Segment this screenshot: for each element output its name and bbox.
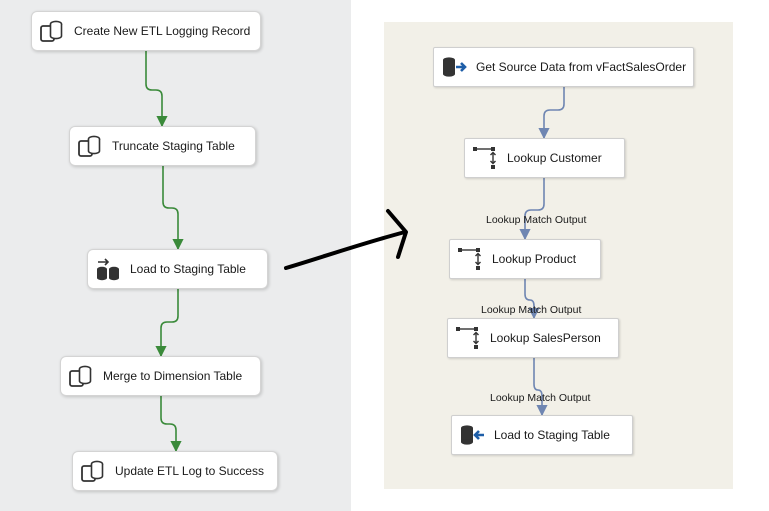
data-flow-task-icon [94,255,122,283]
ole-db-destination-icon [458,421,486,449]
component-lookup-product[interactable]: Lookup Product [449,239,601,279]
component-lookup-salesperson[interactable]: Lookup SalesPerson [447,318,619,358]
execute-sql-task-icon [76,132,104,160]
task-create-etl-logging-record[interactable]: Create New ETL Logging Record [31,11,261,51]
component-label: Load to Staging Table [494,428,610,442]
task-label: Truncate Staging Table [112,139,235,153]
task-label: Load to Staging Table [130,262,246,276]
execute-sql-task-icon [79,457,107,485]
execute-sql-task-icon [67,362,95,390]
lookup-icon [456,245,484,273]
component-label: Lookup Customer [507,151,602,165]
path-label-lookup-match-output: Lookup Match Output [490,392,591,404]
component-lookup-customer[interactable]: Lookup Customer [464,138,625,178]
component-label: Lookup SalesPerson [490,331,601,345]
component-ole-db-destination[interactable]: Load to Staging Table [451,415,633,455]
task-merge-to-dimension-table[interactable]: Merge to Dimension Table [60,356,261,396]
task-truncate-staging-table[interactable]: Truncate Staging Table [69,126,256,166]
task-load-to-staging-table[interactable]: Load to Staging Table [87,249,268,289]
lookup-icon [454,324,482,352]
execute-sql-task-icon [38,17,66,45]
task-label: Create New ETL Logging Record [74,24,251,38]
component-label: Get Source Data from vFactSalesOrder [476,60,687,74]
path-label-lookup-match-output: Lookup Match Output [486,214,587,226]
task-label: Update ETL Log to Success [115,464,264,478]
component-ole-db-source[interactable]: Get Source Data from vFactSalesOrder [433,47,694,87]
component-label: Lookup Product [492,252,577,266]
lookup-icon [471,144,499,172]
ole-db-source-icon [440,53,468,81]
task-label: Merge to Dimension Table [103,369,243,383]
path-label-lookup-match-output: Lookup Match Output [481,304,582,316]
task-update-etl-log-to-success[interactable]: Update ETL Log to Success [72,451,278,491]
